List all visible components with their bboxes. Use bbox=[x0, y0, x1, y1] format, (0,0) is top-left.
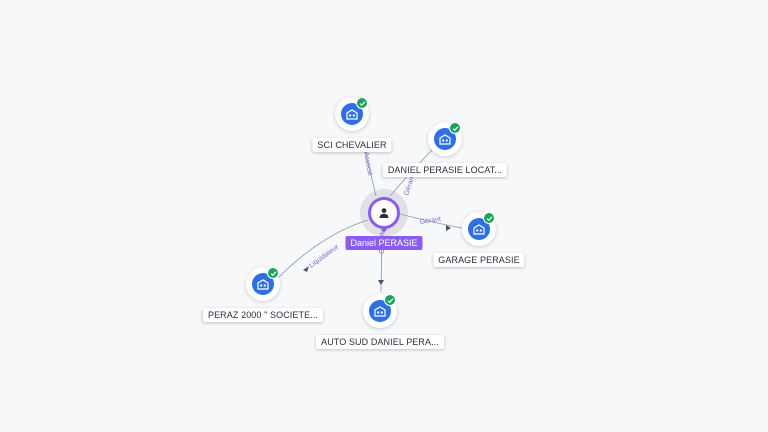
pin-tip bbox=[379, 226, 389, 233]
company-building-icon bbox=[468, 218, 490, 240]
edge-garage bbox=[399, 213, 463, 229]
verified-check-icon bbox=[483, 212, 495, 224]
verified-check-icon bbox=[449, 122, 461, 134]
person-icon bbox=[368, 197, 400, 229]
edge-label-sci: Associé bbox=[362, 151, 373, 176]
company-label[interactable]: PERAZ 2000 " SOCIETE... bbox=[202, 308, 324, 322]
verified-check-icon bbox=[356, 97, 368, 109]
edge-label-garage: Gérant bbox=[419, 216, 441, 226]
company-building-icon bbox=[341, 103, 363, 125]
company-building-icon bbox=[252, 273, 274, 295]
verified-check-icon bbox=[267, 267, 279, 279]
verified-check-icon bbox=[384, 294, 396, 306]
company-label[interactable]: SCI CHEVALIER bbox=[312, 138, 392, 152]
company-label[interactable]: GARAGE PERASIE bbox=[433, 253, 525, 267]
arrow-peraz bbox=[303, 266, 309, 272]
person-label[interactable]: Daniel PERASIE bbox=[345, 236, 423, 250]
company-label[interactable]: AUTO SUD DANIEL PERA... bbox=[316, 335, 444, 349]
arrow-garage bbox=[446, 225, 451, 231]
edge-peraz bbox=[275, 219, 369, 281]
company-building-icon bbox=[434, 128, 456, 150]
arrow-autosud bbox=[378, 280, 384, 285]
company-label[interactable]: DANIEL PERASIE LOCAT... bbox=[382, 163, 508, 177]
edge-label-peraz: Liquidateur bbox=[308, 243, 341, 269]
company-building-icon bbox=[369, 300, 391, 322]
edge-label-location: Gérant bbox=[403, 174, 416, 197]
